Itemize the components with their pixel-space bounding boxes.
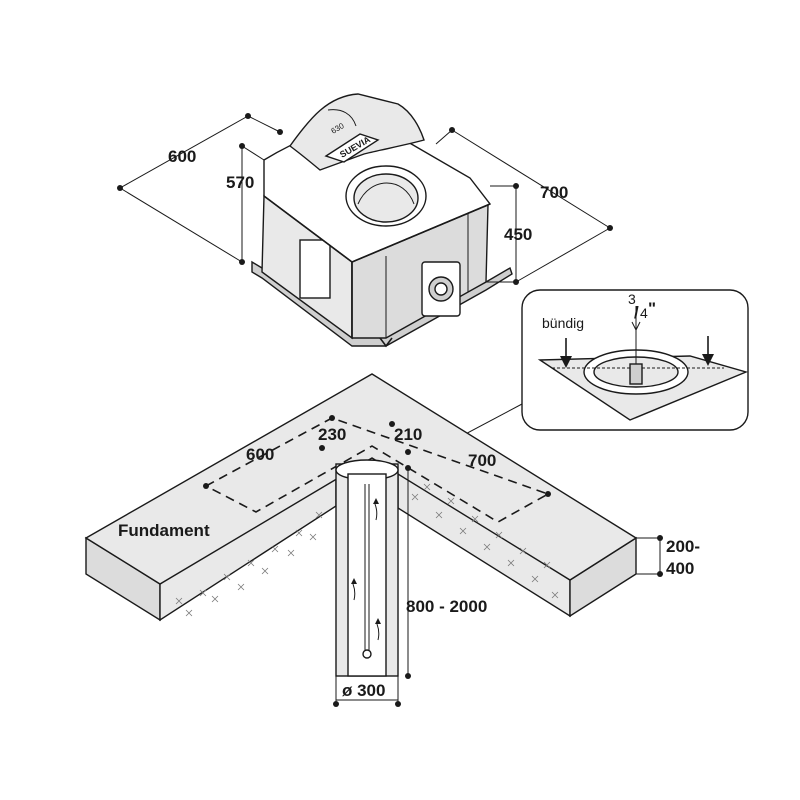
frost-pipe bbox=[335, 459, 399, 677]
thread-inch-mark: " bbox=[648, 299, 656, 318]
thread-fraction-bar: / bbox=[634, 303, 639, 322]
detail-inset: bündig 3 / 4 " bbox=[423, 289, 749, 457]
water-trough-unit: 630 SUEVIA bbox=[251, 93, 513, 348]
flush-label: bündig bbox=[542, 315, 584, 331]
pipe-diameter-dim: ø 300 bbox=[342, 681, 385, 700]
pipe-dimensions: 800 - 2000 ø 300 bbox=[333, 465, 487, 707]
foundation-width-dim: 600 bbox=[246, 445, 274, 464]
concrete-hatch bbox=[175, 483, 559, 617]
unit-side-height-dim: 450 bbox=[504, 225, 532, 244]
unit-height-dim: 570 bbox=[226, 173, 254, 192]
foundation-depth-dim: 700 bbox=[468, 451, 496, 470]
foundation-label: Fundament bbox=[118, 521, 210, 540]
thread-num: 3 bbox=[628, 291, 636, 307]
inspection-window bbox=[299, 239, 331, 299]
pipe-depth-dim: 800 - 2000 bbox=[406, 597, 487, 616]
drinking-bowl bbox=[345, 165, 427, 227]
unit-width-dim: 600 bbox=[168, 147, 196, 166]
foundation-top bbox=[84, 373, 638, 585]
foundation: 600 700 230 210 Fundament 200- 400 bbox=[84, 373, 700, 622]
unit-hood bbox=[289, 93, 425, 171]
foundation-right-offset-dim: 210 bbox=[394, 425, 422, 444]
thickness-dim-line2: 400 bbox=[666, 559, 694, 578]
thread-den: 4 bbox=[640, 305, 648, 321]
drain-plug bbox=[421, 261, 461, 317]
foundation-left-offset-dim: 230 bbox=[318, 425, 346, 444]
thickness-dim-line1: 200- bbox=[666, 537, 700, 556]
unit-depth-dim: 700 bbox=[540, 183, 568, 202]
unit-dimensions: 600 570 700 450 bbox=[117, 113, 613, 285]
